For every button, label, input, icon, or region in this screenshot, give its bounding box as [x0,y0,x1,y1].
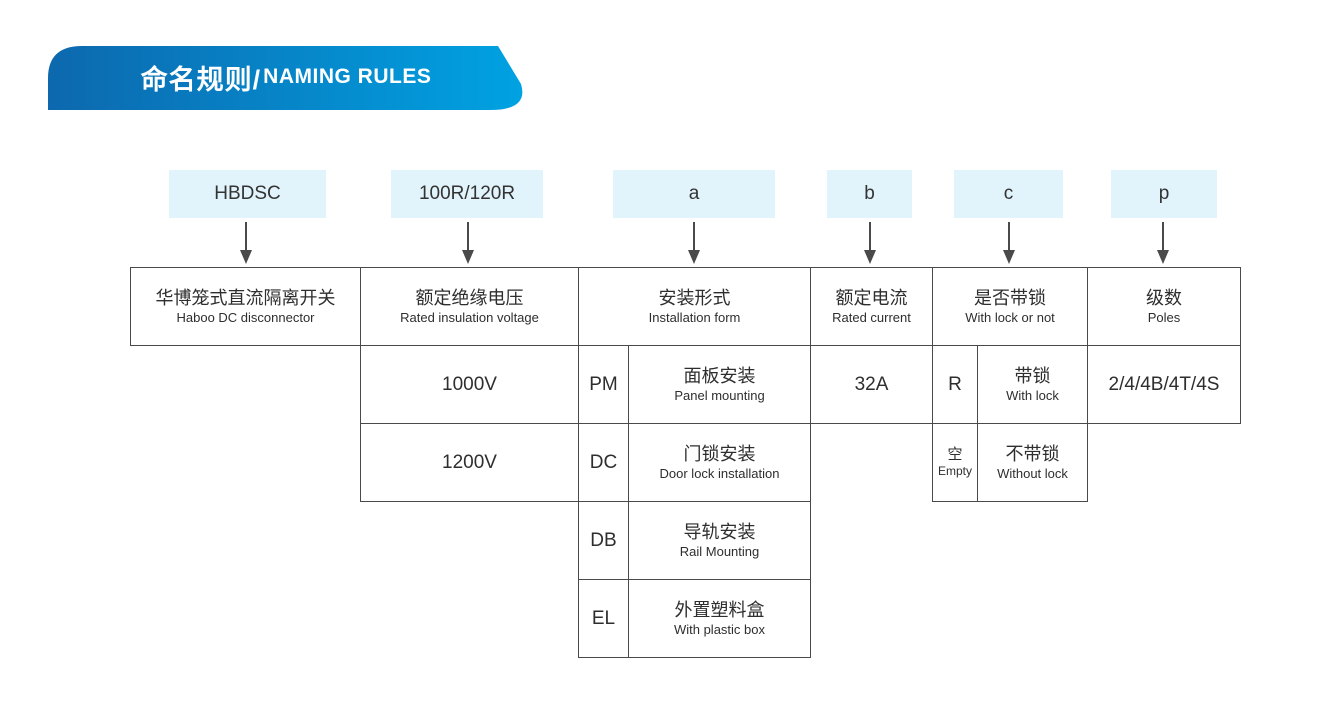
code-box-label: b [864,183,875,204]
poles-cell: 2/4/4B/4T/4S [1087,345,1241,424]
lock-code-r: R [932,345,978,424]
lock-code: R [948,373,962,395]
page-title-zh: 命名规则/ [140,64,262,95]
install-zh: 面板安装 [683,365,756,386]
down-arrow-icon [1157,222,1169,264]
header-zh: 额定绝缘电压 [415,287,524,308]
lock-desc-withoutlock: 不带锁 Without lock [977,423,1088,502]
install-desc-plasticbox: 外置塑料盒 With plastic box [628,579,811,658]
header-poles: 级数 Poles [1087,267,1241,346]
down-arrow-icon [864,222,876,264]
banner-ribbon [48,46,523,110]
header-zh: 是否带锁 [974,287,1046,308]
install-en: Rail Mounting [679,544,760,560]
header-en: With lock or not [965,310,1055,326]
header-en: Poles [1147,310,1181,326]
code-box-c: c [954,170,1063,218]
install-code: PM [589,373,618,395]
header-installation-form: 安装形式 Installation form [578,267,811,346]
lock-en: Without lock [997,466,1068,482]
install-code: DB [590,529,617,551]
code-box-voltage: 100R/120R [391,170,543,218]
install-code: EL [591,607,616,629]
header-zh: 级数 [1146,287,1182,308]
voltage-value: 1200V [442,451,497,473]
poles-value: 2/4/4B/4T/4S [1108,373,1220,395]
code-box-hbdsc: HBDSC [169,170,326,218]
current-cell: 32A [810,345,933,424]
install-zh: 外置塑料盒 [674,599,765,620]
header-lock: 是否带锁 With lock or not [932,267,1088,346]
install-en: With plastic box [673,622,766,638]
lock-zh: 不带锁 [1005,443,1060,464]
install-en: Door lock installation [659,466,780,482]
lock-desc-withlock: 带锁 With lock [977,345,1088,424]
install-code: DC [589,451,618,473]
code-box-label: HBDSC [214,183,281,204]
header-zh: 额定电流 [835,287,908,308]
install-desc-doorlock: 门锁安装 Door lock installation [628,423,811,502]
voltage-1200v-cell: 1200V [360,423,579,502]
header-en: Haboo DC disconnector [176,310,315,326]
header-zh: 安装形式 [658,287,731,308]
header-rated-current: 额定电流 Rated current [810,267,933,346]
lock-code-zh: 空 [947,445,963,463]
install-code-pm: PM [578,345,629,424]
voltage-value: 1000V [442,373,497,395]
lock-code-en: Empty [937,464,972,479]
install-desc-panel: 面板安装 Panel mounting [628,345,811,424]
code-box-label: c [1003,183,1014,204]
down-arrow-icon [240,222,252,264]
code-box-label: 100R/120R [418,183,516,204]
lock-en: With lock [1006,388,1059,404]
down-arrow-icon [462,222,474,264]
install-code-db: DB [578,501,629,580]
page-title-en: NAMING RULES [263,65,432,88]
header-en: Installation form [648,310,741,326]
install-en: Panel mounting [674,388,765,404]
install-code-el: EL [578,579,629,658]
install-zh: 导轨安装 [683,521,756,542]
code-box-label: p [1158,183,1170,204]
install-code-dc: DC [578,423,629,502]
header-en: Rated current [832,310,911,326]
header-product: 华博笼式直流隔离开关 Haboo DC disconnector [130,267,361,346]
page-title: 命名规则/ NAMING RULES [40,44,532,110]
code-box-b: b [827,170,912,218]
down-arrow-icon [688,222,700,264]
lock-zh: 带锁 [1014,365,1051,386]
header-insulation-voltage: 额定绝缘电压 Rated insulation voltage [360,267,579,346]
install-desc-rail: 导轨安装 Rail Mounting [628,501,811,580]
down-arrow-icon [1003,222,1015,264]
code-box-label: a [688,183,700,204]
header-en: Rated insulation voltage [400,310,539,326]
code-box-p: p [1111,170,1217,218]
code-box-a: a [613,170,775,218]
header-zh: 华博笼式直流隔离开关 [155,287,336,308]
voltage-1000v-cell: 1000V [360,345,579,424]
lock-code-empty: 空 Empty [932,423,978,502]
install-zh: 门锁安装 [683,443,756,464]
current-value: 32A [854,373,889,395]
